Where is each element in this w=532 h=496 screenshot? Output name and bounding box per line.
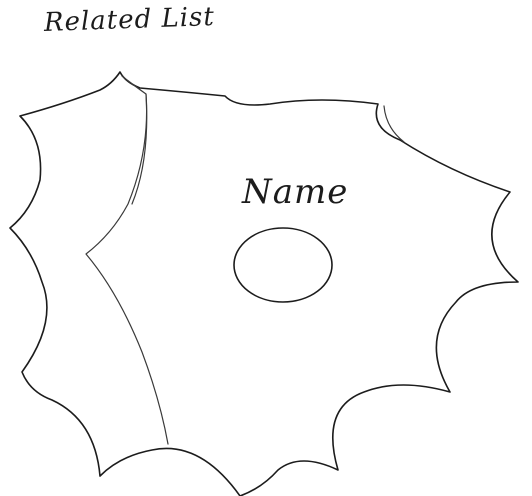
- top-right-notch: [383, 105, 405, 143]
- related-list-panel-top-edge: [131, 93, 148, 205]
- outer-scalloped-shape: [9, 71, 519, 496]
- avatar-placeholder: [233, 227, 333, 303]
- related-list-panel: [85, 75, 169, 445]
- name-label: Name: [242, 172, 349, 212]
